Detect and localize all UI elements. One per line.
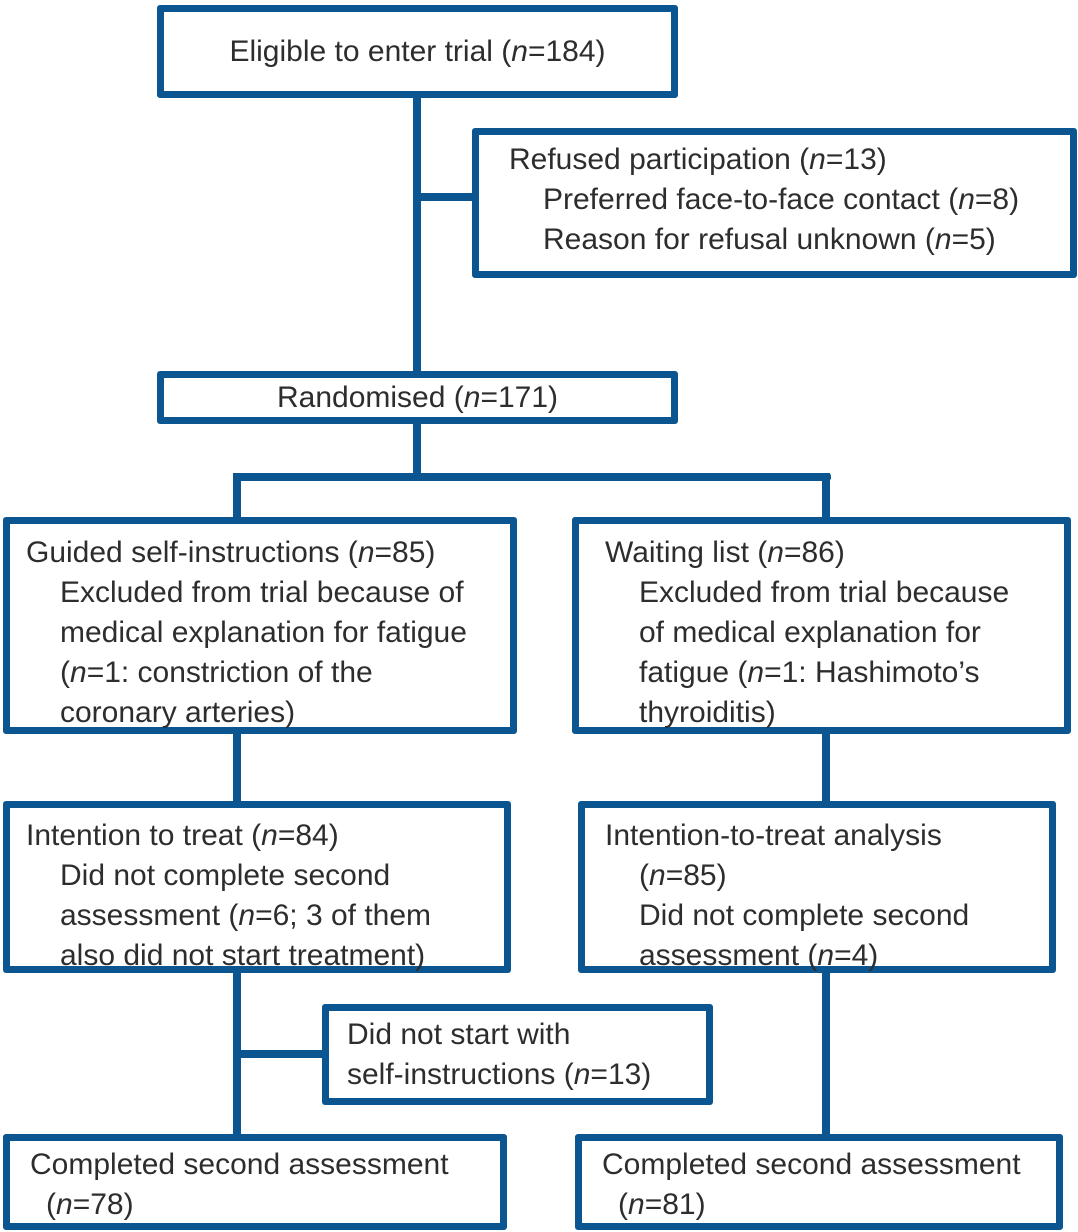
node-text-line: (n=78) bbox=[46, 1188, 134, 1221]
node-waiting-list: Waiting list (n=86) Excluded from trial b… bbox=[572, 517, 1071, 734]
node-text-line: also did not start treatment) bbox=[60, 939, 426, 972]
node-completed-right: Completed second assessment (n=81) bbox=[575, 1134, 1063, 1230]
node-text-line: Completed second assessment bbox=[602, 1148, 1021, 1181]
node-eligible: Eligible to enter trial (n=184) bbox=[157, 5, 678, 98]
node-text-line: thyroiditis) bbox=[639, 696, 776, 729]
connector-randomised-stem bbox=[413, 422, 421, 480]
node-randomised: Randomised (n=171) bbox=[157, 371, 678, 424]
node-text-line: assessment (n=6; 3 of them bbox=[60, 899, 432, 932]
connector-branch-to-refused bbox=[417, 193, 475, 201]
node-text-line: assessment (n=4) bbox=[639, 939, 879, 972]
node-text-line: Intention to treat (n=84) bbox=[26, 819, 339, 852]
node-text-line: Eligible to enter trial (n=184) bbox=[229, 34, 606, 68]
node-text-line: (n=1: constriction of the bbox=[60, 656, 373, 689]
node-text-line: Waiting list (n=86) bbox=[605, 536, 845, 569]
node-text-line: Did not start with bbox=[347, 1018, 571, 1051]
node-refused: Refused participation (n=13) Preferred fa… bbox=[472, 128, 1077, 278]
node-text-line: of medical explanation for bbox=[639, 616, 981, 649]
node-text-line: Refused participation (n=13) bbox=[509, 143, 887, 176]
connector-waiting-to-itt bbox=[822, 730, 830, 805]
connector-eligible-to-randomised bbox=[413, 96, 421, 375]
node-text-line: fatigue (n=1: Hashimoto’s bbox=[639, 656, 980, 689]
node-text-line: Did not complete second bbox=[60, 859, 391, 892]
node-completed-left: Completed second assessment (n=78) bbox=[3, 1134, 507, 1230]
connector-branch-to-did-not-start bbox=[237, 1050, 325, 1058]
node-text-line: Completed second assessment bbox=[30, 1148, 449, 1181]
node-text-line: (n=81) bbox=[618, 1188, 706, 1221]
node-text-line: medical explanation for fatigue bbox=[60, 616, 467, 649]
node-text-line: Intention-to-treat analysis bbox=[605, 819, 942, 852]
node-text-line: Preferred face-to-face contact (n=8) bbox=[543, 183, 1020, 216]
node-text-line: (n=85) bbox=[639, 859, 727, 892]
node-intention-to-treat-left: Intention to treat (n=84) Did not complet… bbox=[3, 801, 511, 973]
node-text-line: Excluded from trial because bbox=[639, 576, 1010, 609]
node-text-line: self-instructions (n=13) bbox=[347, 1058, 652, 1091]
connector-drop-to-waiting bbox=[822, 473, 830, 521]
connector-itt-to-completed-right bbox=[822, 969, 830, 1138]
node-text-line: Reason for refusal unknown (n=5) bbox=[543, 223, 996, 256]
node-intention-to-treat-right: Intention-to-treat analysis (n=85) Did not… bbox=[578, 801, 1056, 973]
node-guided-self-instructions: Guided self-instructions (n=85) Excluded … bbox=[3, 517, 517, 734]
node-text-line: Did not complete second bbox=[639, 899, 970, 932]
connector-randomisation-split bbox=[233, 473, 831, 481]
node-text-line: coronary arteries) bbox=[60, 696, 296, 729]
connector-drop-to-guided bbox=[233, 473, 241, 521]
node-text-line: Randomised (n=171) bbox=[276, 380, 559, 414]
node-did-not-start: Did not start with self-instructions (n=1… bbox=[322, 1004, 713, 1105]
node-text-line: Guided self-instructions (n=85) bbox=[26, 536, 436, 569]
connector-guided-to-itt bbox=[233, 730, 241, 805]
node-text-line: Excluded from trial because of bbox=[60, 576, 464, 609]
